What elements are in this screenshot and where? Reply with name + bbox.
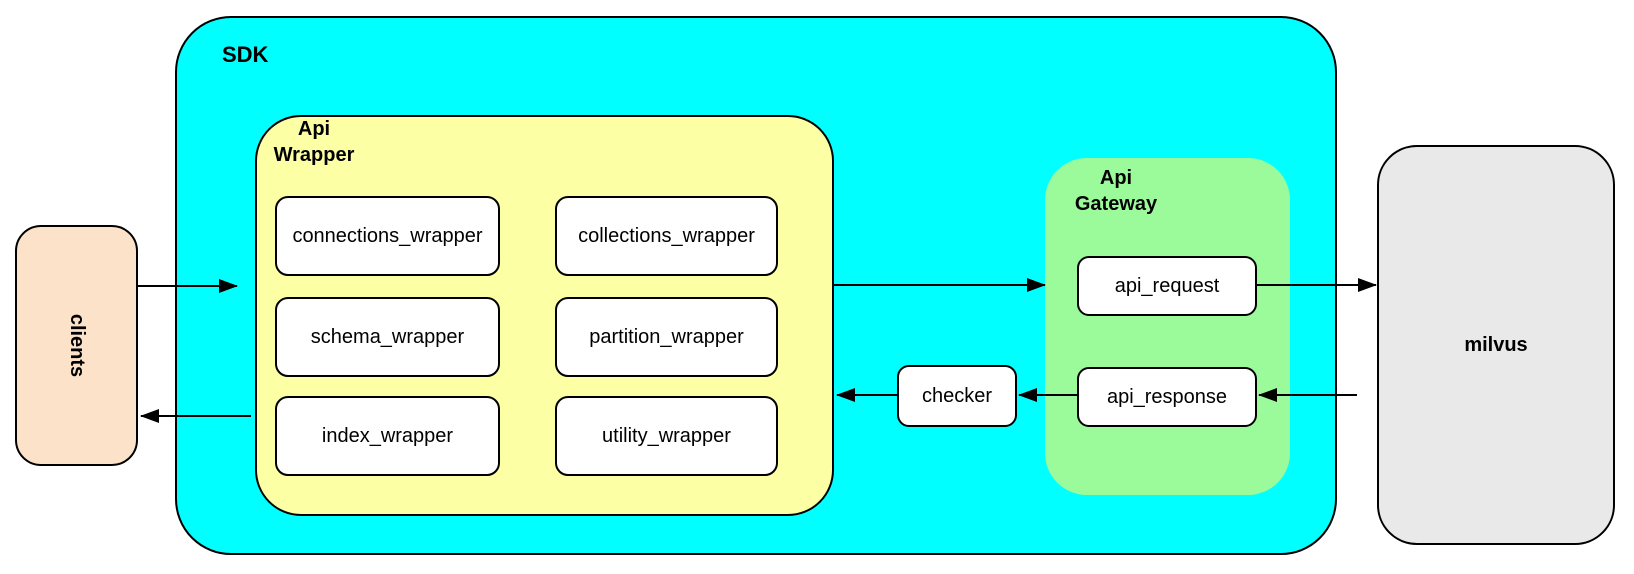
api-gateway-container <box>1045 158 1290 495</box>
api-wrapper-label-line1: Api <box>297 118 331 140</box>
clients-label: clients <box>65 313 88 378</box>
node-api-response: api_response <box>1077 367 1257 427</box>
api-gateway-label-line2: Gateway <box>1074 193 1158 215</box>
node-clients: clients <box>15 225 138 466</box>
node-milvus: milvus <box>1377 145 1615 545</box>
node-connections-wrapper: connections_wrapper <box>275 196 500 276</box>
api-wrapper-label: Api Wrapper <box>264 116 364 168</box>
node-utility-wrapper: utility_wrapper <box>555 396 778 476</box>
node-api-request: api_request <box>1077 256 1257 316</box>
node-index-wrapper: index_wrapper <box>275 396 500 476</box>
api-gateway-label: Api Gateway <box>1066 165 1166 217</box>
node-collections-wrapper: collections_wrapper <box>555 196 778 276</box>
sdk-label: SDK <box>222 42 269 67</box>
node-schema-wrapper: schema_wrapper <box>275 297 500 377</box>
api-gateway-label-line1: Api <box>1099 167 1133 189</box>
node-partition-wrapper: partition_wrapper <box>555 297 778 377</box>
api-wrapper-label-line2: Wrapper <box>273 144 355 166</box>
node-checker: checker <box>897 365 1017 427</box>
